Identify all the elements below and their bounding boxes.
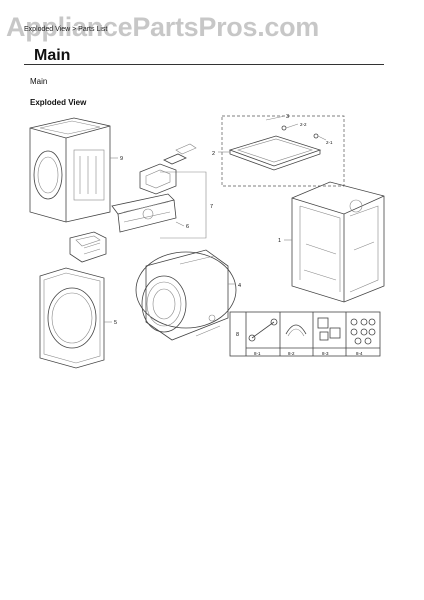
tub-assembly[interactable] [135,249,237,341]
callout-8-1: 8-1 [254,351,261,356]
callout-7: 7 [210,204,213,210]
cabinet-frame[interactable] [284,181,385,303]
watermark: AppliancePartsPros.com [6,12,320,42]
callout-6: 6 [186,224,189,230]
callout-8-4: 8-4 [356,351,363,356]
control-board[interactable] [139,143,197,195]
dryer-assembly[interactable] [29,117,118,223]
group-bracket-7 [160,171,207,239]
callout-3: 3 [286,114,289,120]
title-divider [24,64,384,65]
callout-8: 8 [236,332,239,338]
exploded-view-label: Exploded View [30,98,87,107]
callout-1: 1 [278,238,281,244]
hose-clamp-part[interactable] [285,324,307,337]
callout-2-2: 2-2 [300,122,307,127]
callout-4: 4 [238,283,241,289]
detergent-drawer[interactable] [69,231,107,263]
callout-5: 5 [114,320,117,326]
callout-2: 2 [212,151,215,157]
pad-part[interactable] [317,317,341,341]
cap-set-part[interactable] [350,318,376,345]
callout-9: 9 [120,156,123,162]
top-panel-assembly[interactable] [218,115,345,187]
door-assembly[interactable] [39,267,112,369]
callout-8-3: 8-3 [322,351,329,356]
breadcrumb[interactable]: Exploded View > Parts List [24,26,108,33]
section-label: Main [30,77,48,86]
wrench-part[interactable] [248,318,278,342]
page-title: Main [34,47,71,64]
callout-2-1: 2-1 [326,140,333,145]
callout-8-2: 8-2 [288,351,295,356]
parts-kit-box[interactable] [229,311,381,357]
control-panel[interactable] [111,193,185,233]
